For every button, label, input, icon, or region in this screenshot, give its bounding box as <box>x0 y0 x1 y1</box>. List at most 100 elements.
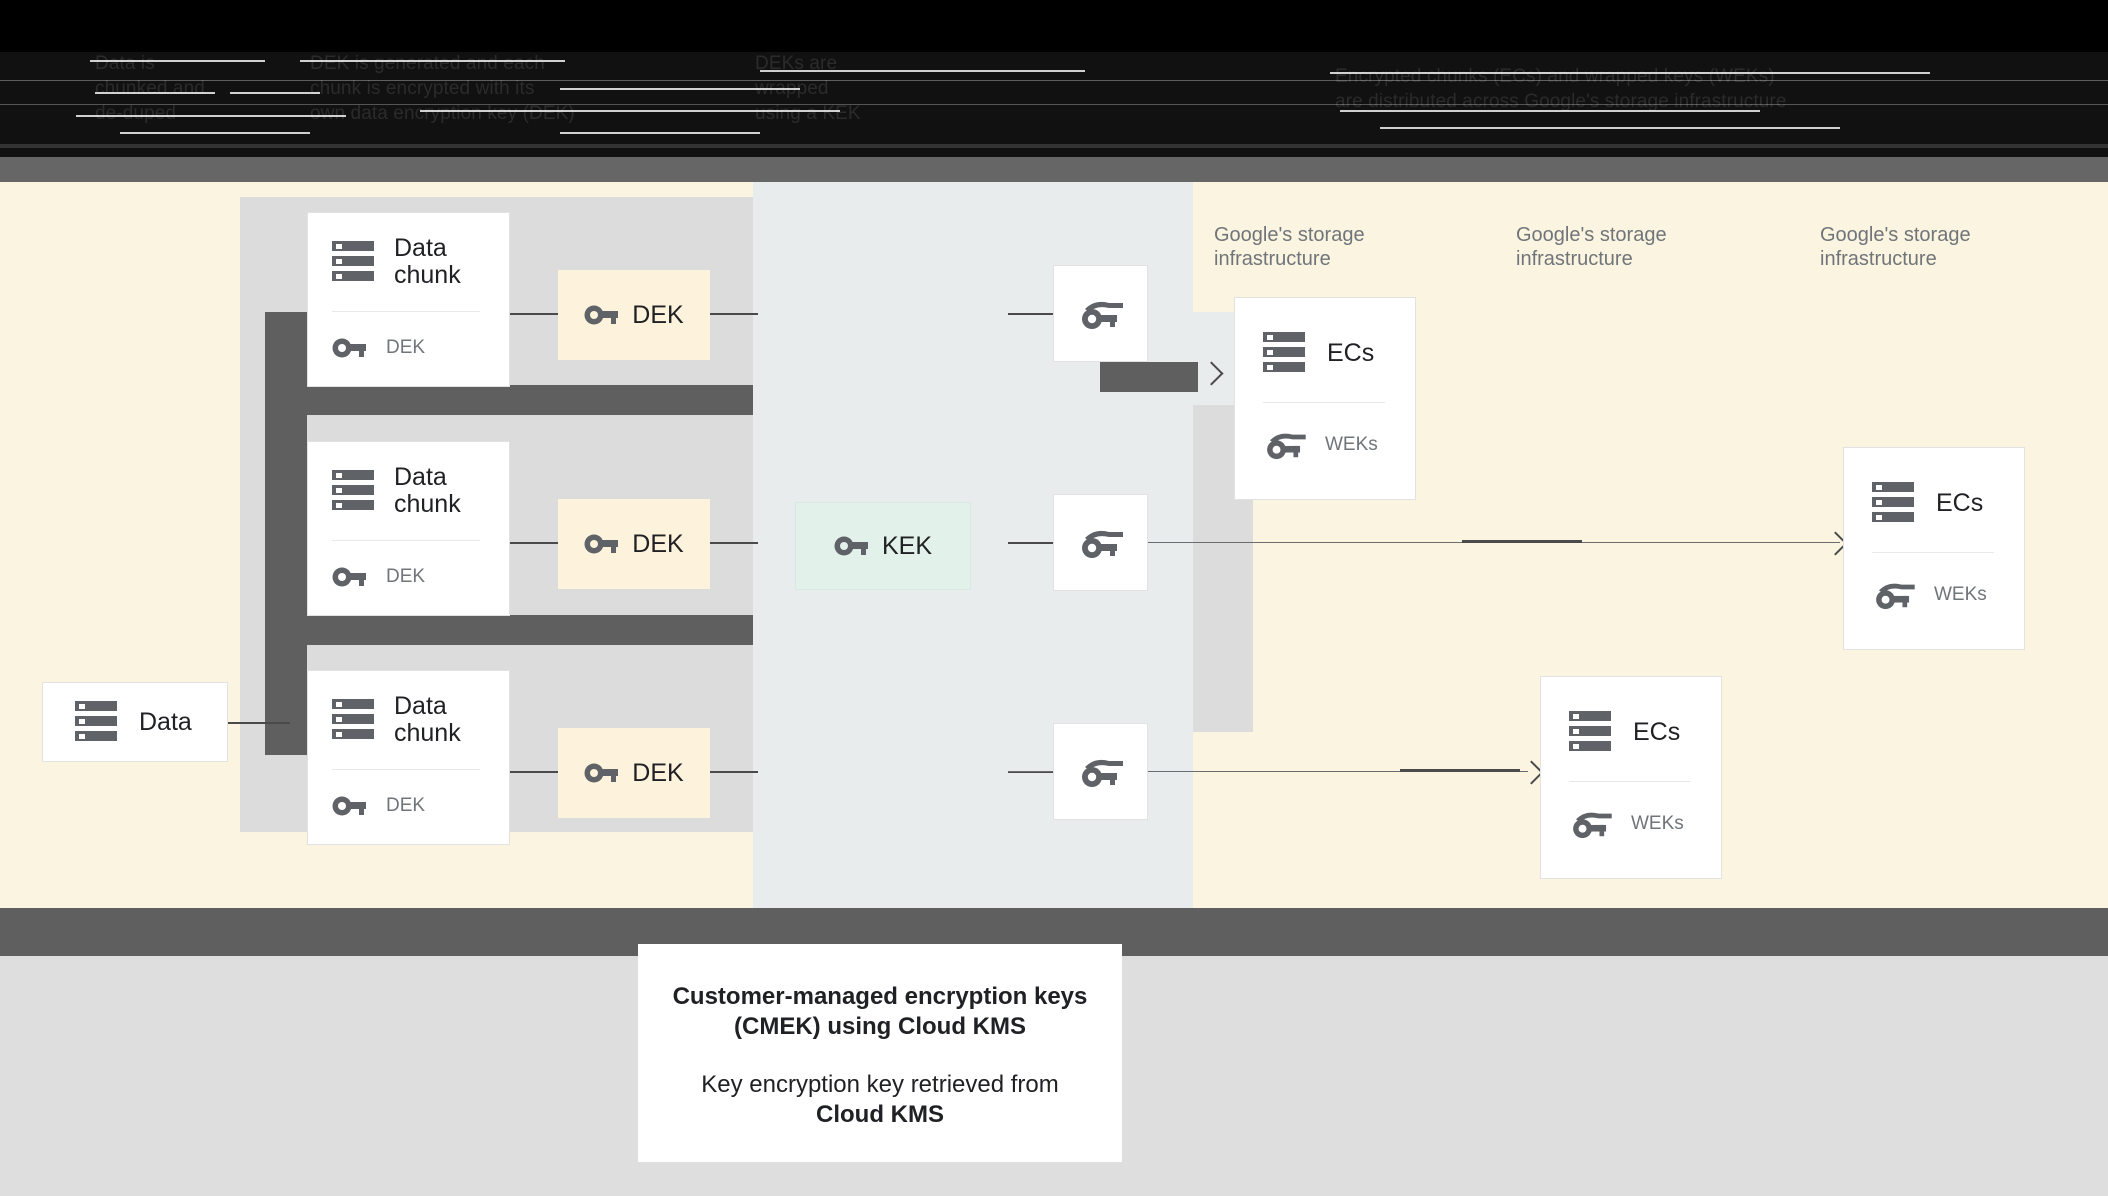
caption-line-1: Customer-managed encryption keys <box>672 983 1088 1010</box>
data-chunk-card-1[interactable]: Data chunk DEK <box>307 212 510 387</box>
data-source-label: Data <box>139 707 192 736</box>
key-icon <box>834 536 868 556</box>
header-text-dek: DEK is generated and each chunk is encry… <box>310 53 575 124</box>
connector-wek3-accent <box>1400 769 1520 772</box>
ecs-card-2[interactable]: ECs WEKs <box>1843 447 2025 650</box>
dek-box-2[interactable]: DEK <box>558 499 710 589</box>
caption-line-4: Cloud KMS <box>816 1101 944 1128</box>
dek-box-3[interactable]: DEK <box>558 728 710 818</box>
wrapped-key-icon <box>1081 301 1123 329</box>
ecs-key-label: WEKs <box>1631 813 1684 834</box>
wrapped-key-card-3[interactable] <box>1053 723 1148 820</box>
wrapped-key-icon <box>1876 583 1915 610</box>
connector-wek3-to-ecs3 <box>1008 771 1528 772</box>
chunk-key-label: DEK <box>386 337 426 358</box>
connector-chunk1-to-dek1 <box>510 313 558 315</box>
header-artifact <box>76 115 346 117</box>
connector-chunk2-to-dek2 <box>510 542 558 544</box>
ecs-card-3[interactable]: ECs WEKs <box>1540 676 1722 879</box>
caption-line-3: Key encryption key retrieved from <box>701 1071 1059 1098</box>
header-dark-strip: Data is chunked and de-duped DEK is gene… <box>0 52 2108 157</box>
bracket-arm-top <box>265 385 753 415</box>
key-icon <box>584 763 619 783</box>
bracket-vertical <box>265 312 307 755</box>
connector-kek-to-wek3 <box>1008 771 1053 773</box>
key-icon <box>584 305 619 325</box>
header-artifact <box>0 104 2108 105</box>
storage-label-2: Google's storage infrastructure <box>1516 224 1667 270</box>
dek-label: DEK <box>632 529 684 558</box>
header-artifact <box>300 60 565 62</box>
dek-box-1[interactable]: DEK <box>558 270 710 360</box>
server-icon <box>332 699 374 741</box>
caption-line-2: (CMEK) using Cloud KMS <box>734 1013 1026 1040</box>
chunk-key-label: DEK <box>386 566 426 587</box>
ecs-title: ECs <box>1633 717 1681 746</box>
data-chunk-card-2[interactable]: Data chunk DEK <box>307 441 510 616</box>
chunk-title: Data chunk <box>394 234 461 289</box>
key-icon <box>332 567 366 587</box>
chunk-title: Data chunk <box>394 463 461 518</box>
connector-data-to-bracket <box>228 722 290 724</box>
overlay-block <box>1100 362 1198 392</box>
connector-dek1-right <box>710 313 758 315</box>
shape-mask <box>240 182 753 197</box>
chunk-key-label: DEK <box>386 795 426 816</box>
header-artifact <box>1340 110 1760 112</box>
wrapped-key-card-2[interactable] <box>1053 494 1148 591</box>
connector-dek3-right <box>710 771 758 773</box>
header-artifact <box>760 70 1085 72</box>
server-icon <box>1263 332 1305 374</box>
key-icon <box>332 796 366 816</box>
kek-label: KEK <box>881 531 933 560</box>
header-grey-divider <box>0 157 2108 182</box>
ecs-card-1[interactable]: ECs WEKs <box>1234 297 1416 500</box>
header-artifact <box>95 92 215 94</box>
ecs-key-label: WEKs <box>1325 434 1378 455</box>
server-icon <box>1569 711 1611 753</box>
caption-card: Customer-managed encryption keys (CMEK) … <box>638 944 1122 1162</box>
connector-dek2-right <box>710 542 758 544</box>
server-icon <box>75 701 117 743</box>
header-artifact <box>420 110 840 112</box>
header-text-storage: Encrypted chunks (ECs) and wrapped keys … <box>1335 66 1787 112</box>
server-icon <box>1872 482 1914 524</box>
diagram-canvas: Data Data chunk DEK Data chunk <box>0 182 2108 908</box>
key-icon <box>332 338 366 358</box>
bracket-arm-bottom <box>265 615 753 645</box>
wrapped-key-card-1[interactable] <box>1053 265 1148 362</box>
connector-kek-to-wek1 <box>1008 313 1053 315</box>
dek-label: DEK <box>632 758 684 787</box>
server-icon <box>332 470 374 512</box>
ecs-title: ECs <box>1327 338 1375 367</box>
header-black-bar <box>0 0 2108 52</box>
storage-label-3: Google's storage infrastructure <box>1820 224 1971 270</box>
connector-wek2-accent <box>1462 540 1582 543</box>
dek-label: DEK <box>632 300 684 329</box>
header-artifact <box>1330 72 1930 74</box>
header-artifact <box>0 80 2108 81</box>
header-artifact <box>560 88 800 90</box>
wrapped-key-icon <box>1267 433 1306 460</box>
ecs-title: ECs <box>1936 488 1984 517</box>
connector-chunk3-to-dek3 <box>510 771 558 773</box>
header-artifact <box>1380 127 1840 129</box>
connector-kek-to-wek2 <box>1008 542 1053 544</box>
header-artifact <box>230 92 320 94</box>
server-icon <box>332 241 374 283</box>
data-source-card[interactable]: Data <box>42 682 228 762</box>
storage-label-1: Google's storage infrastructure <box>1214 224 1365 270</box>
data-chunk-card-3[interactable]: Data chunk DEK <box>307 670 510 845</box>
chunk-title: Data chunk <box>394 692 461 747</box>
header-artifact <box>0 144 2108 148</box>
kek-box[interactable]: KEK <box>795 502 971 590</box>
wrapped-key-icon <box>1081 759 1123 787</box>
wrapped-key-icon <box>1081 530 1123 558</box>
header-artifact <box>120 132 310 134</box>
header-artifact <box>560 132 760 134</box>
key-icon <box>584 534 619 554</box>
wrapped-key-icon <box>1573 812 1612 839</box>
header-text-kek: DEKs are wrapped using a KEK <box>755 53 861 124</box>
ecs-key-label: WEKs <box>1934 584 1987 605</box>
